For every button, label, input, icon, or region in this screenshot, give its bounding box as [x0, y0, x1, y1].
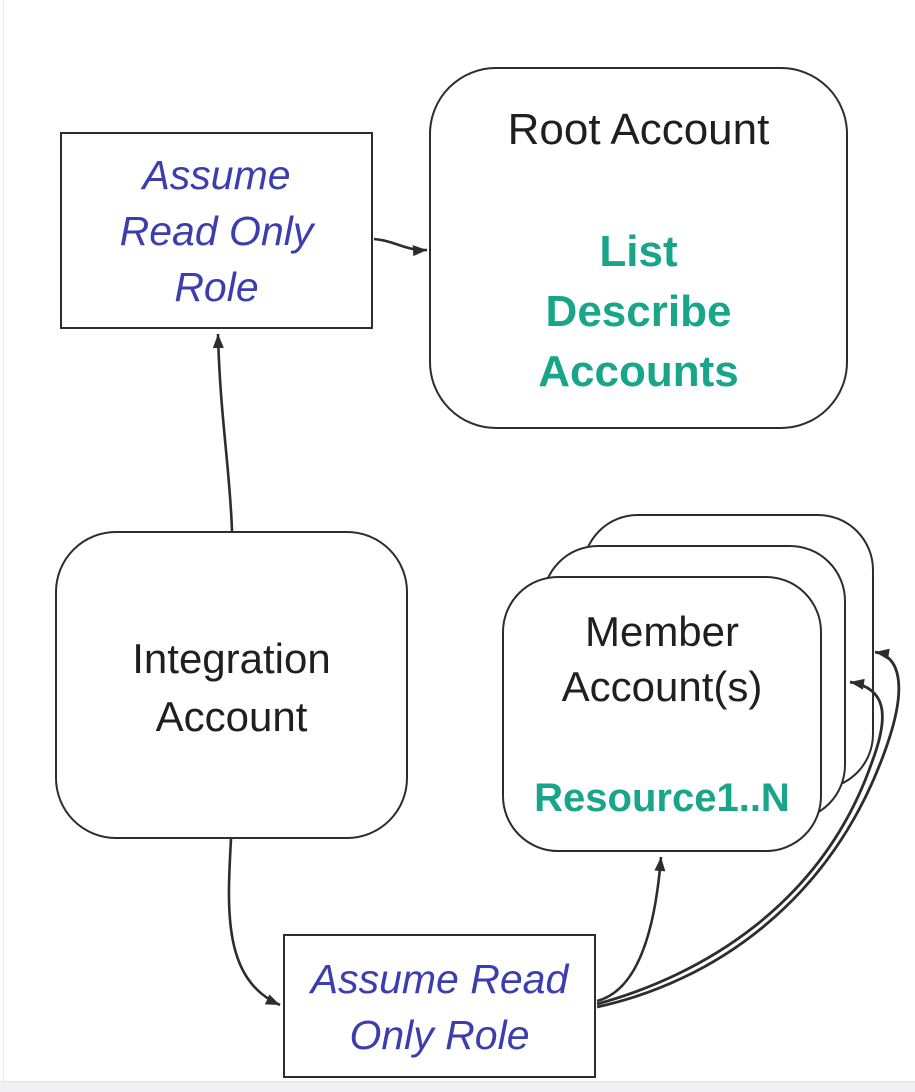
node-assume-role-top-shape	[60, 132, 373, 329]
arrow-assume-bottom-to-member-front	[596, 856, 666, 1003]
node-root-account-shape	[429, 67, 848, 429]
arrow-assume-bottom-to-member-middle	[596, 678, 884, 1006]
node-member-account-front-shape	[502, 576, 822, 852]
page-edge-bottom	[0, 1081, 915, 1092]
arrow-assume-top-to-root	[373, 237, 428, 257]
arrow-assume-bottom-to-member-back	[596, 648, 901, 1009]
page-edge-left	[3, 0, 4, 1081]
node-integration-account-shape	[55, 531, 408, 839]
arrow-integration-to-assume-top	[212, 333, 234, 532]
node-assume-role-bottom-shape	[283, 934, 596, 1078]
arrow-integration-to-assume-bottom	[227, 838, 281, 1007]
